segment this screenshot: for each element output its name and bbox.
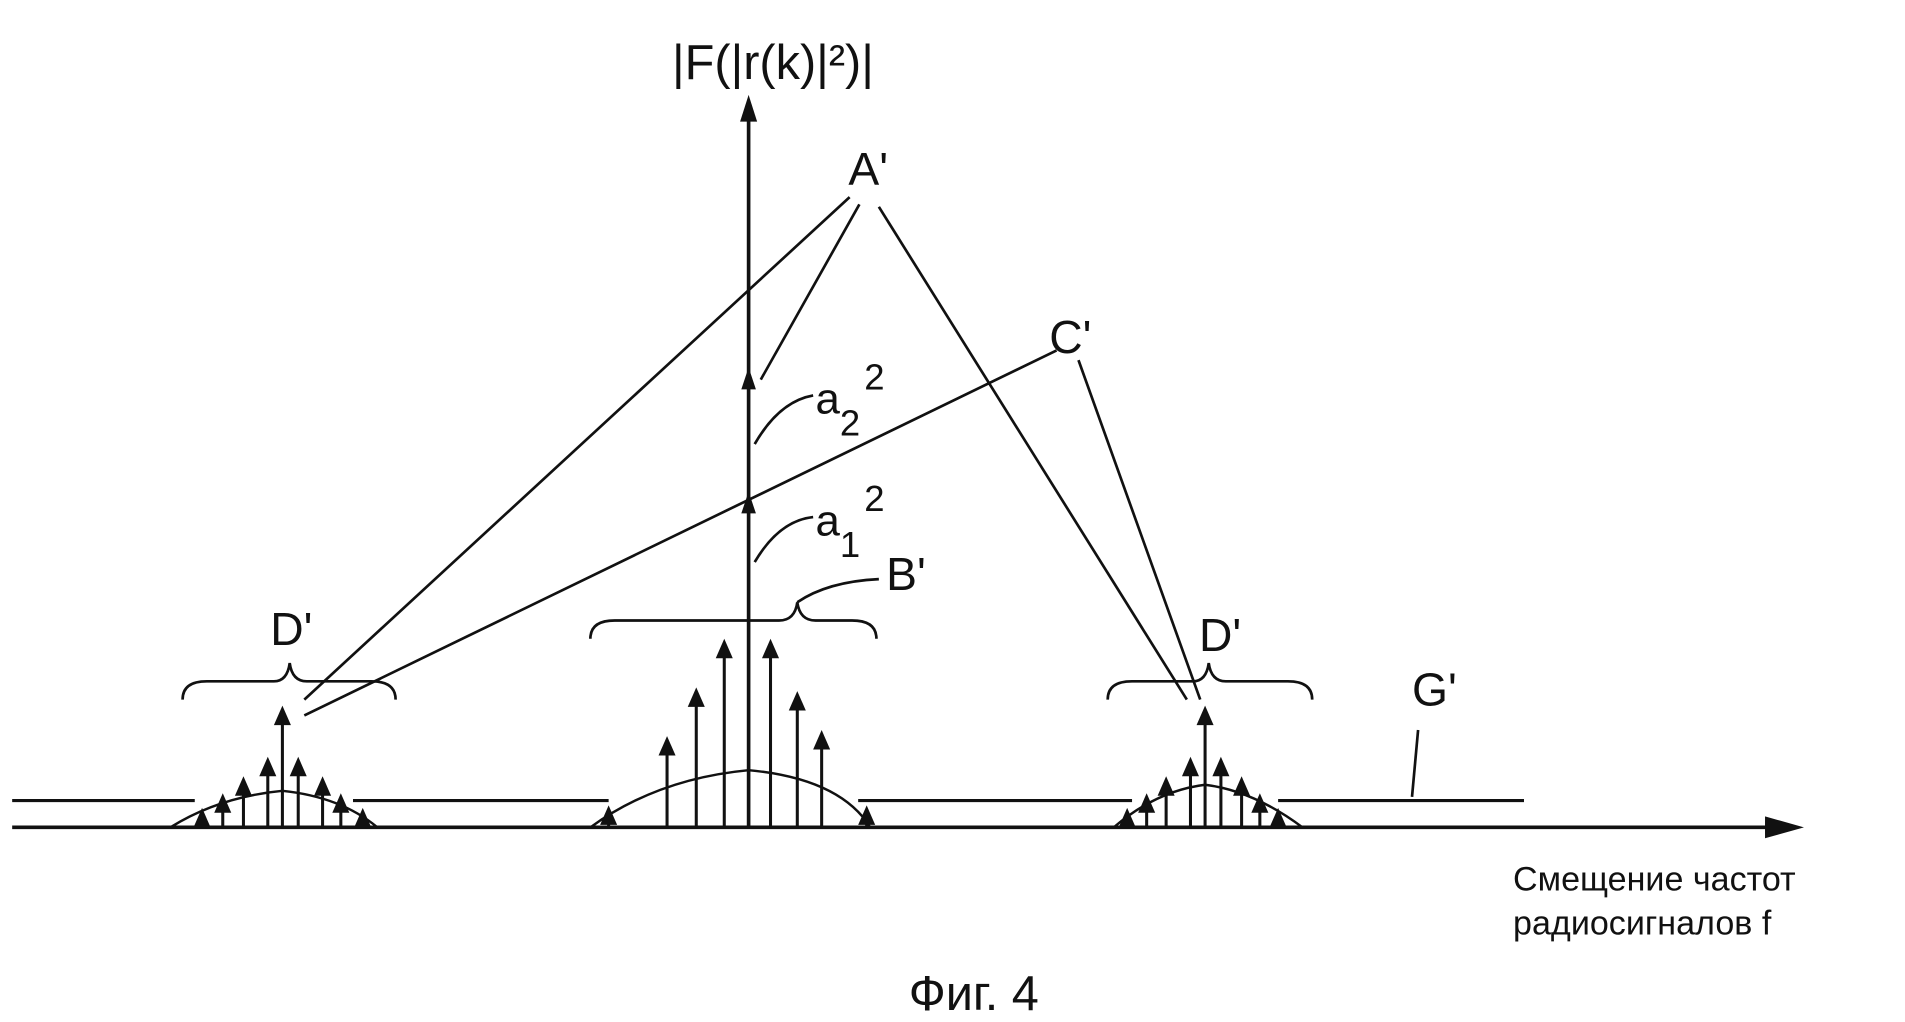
label-g-prime: G' (1412, 664, 1457, 716)
spectral-line-arrow (762, 638, 780, 828)
y-axis-arrowhead (740, 94, 758, 122)
a1-arrowhead (741, 491, 756, 514)
spectral-line-arrow (234, 776, 252, 828)
label-d-prime-right: D' (1199, 609, 1241, 661)
spectral-line-arrow (687, 687, 705, 828)
spectral-line-arrow (1181, 756, 1199, 828)
label-c-prime: C' (1049, 311, 1091, 363)
x-axis-arrowhead (1765, 816, 1804, 839)
central-noise-mound (586, 768, 873, 829)
x-axis (12, 816, 1804, 839)
x-axis-label-line2: радиосигналов f (1513, 904, 1772, 942)
spectral-line-arrow (259, 756, 277, 828)
spectral-line-arrow (1212, 756, 1230, 828)
spectral-line-arrow (1118, 807, 1136, 828)
brace-b (589, 602, 878, 639)
a1-base: a (816, 496, 841, 545)
spectral-line-arrow (214, 793, 232, 828)
figure-caption: Фиг. 4 (909, 967, 1039, 1021)
spectral-line-arrow (858, 805, 876, 828)
spectral-line-arrow (1138, 793, 1156, 828)
a2-arrowhead (741, 367, 756, 390)
a2-superscript: 2 (864, 356, 884, 397)
label-b-prime: B' (886, 548, 926, 600)
spectral-line-arrow (1251, 793, 1269, 828)
spectral-line-arrow (813, 730, 831, 828)
spectral-line-arrow (273, 705, 291, 828)
spectral-line-arrow (1196, 705, 1214, 828)
spectral-line-arrow (788, 691, 806, 828)
braces (181, 602, 1314, 700)
spectral-line-arrow (1269, 807, 1287, 828)
spectral-line-arrow (289, 756, 307, 828)
y-axis-label: |F(|r(k)|²)| (672, 36, 874, 90)
y-axis (740, 94, 758, 828)
spectral-line-arrow (314, 776, 332, 828)
brace-d-right (1106, 662, 1314, 700)
spectral-line-arrow (715, 638, 733, 828)
spectral-line-arrow (658, 736, 676, 828)
spectral-line-arrow (1233, 776, 1251, 828)
a1-superscript: 2 (864, 478, 884, 519)
a2-base: a (816, 375, 841, 424)
label-d-prime-left: D' (270, 603, 312, 655)
label-a-prime: A' (848, 143, 888, 195)
a2-subscript: 2 (840, 403, 860, 444)
a1-subscript: 1 (840, 524, 860, 565)
spectral-line-arrow (193, 807, 211, 828)
spectral-line-arrow (1157, 776, 1175, 828)
label-a1-squared: a 1 2 (816, 478, 885, 565)
leader-lines (303, 196, 1420, 798)
brace-d-left (181, 662, 397, 700)
spectral-line-arrow (600, 805, 618, 828)
x-axis-label-line1: Смещение частот (1513, 861, 1796, 899)
label-a2-squared: a 2 2 (816, 356, 885, 443)
spectral-line-arrow (332, 793, 350, 828)
spectral-line-arrow (354, 807, 372, 828)
